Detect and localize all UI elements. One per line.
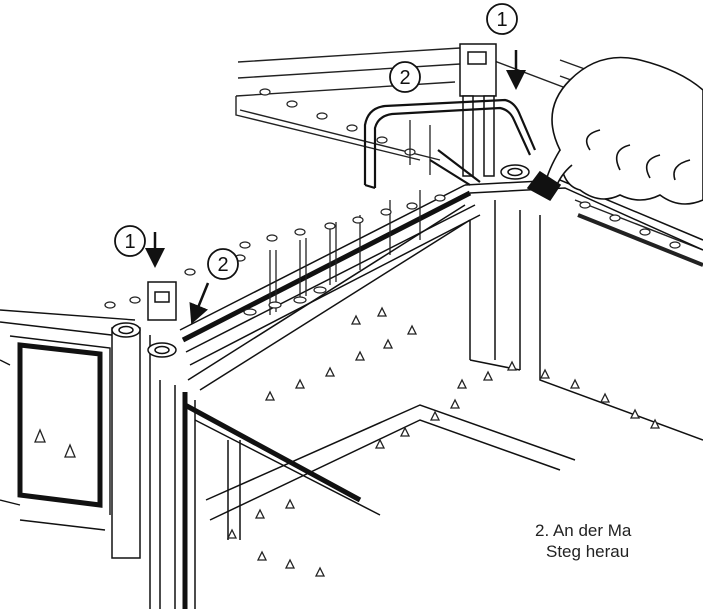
- callout-2-left: 2: [207, 248, 239, 280]
- caption-line-2: Steg herau: [546, 542, 630, 561]
- extraction-tool: [363, 98, 537, 190]
- down-left-arrow-icon: [189, 282, 210, 325]
- bar-pegs: [239, 194, 446, 316]
- instruction-caption: 2. An der Ma Steg herau: [535, 520, 703, 562]
- front-open-frame: [187, 200, 703, 540]
- front-frame-pegs: [226, 306, 661, 577]
- left-front-frame: [0, 309, 136, 531]
- callout-number: 2: [217, 254, 228, 276]
- diagonal-frame-bar: [179, 179, 703, 366]
- center-connector-post: [111, 281, 177, 559]
- callout-1-left: 1: [114, 225, 146, 257]
- callout-number: 2: [399, 67, 410, 89]
- callout-circle: [207, 248, 239, 280]
- rear-connector-post: [459, 43, 530, 180]
- callout-2-top: 2: [389, 61, 421, 93]
- callout-number: 1: [496, 9, 507, 31]
- caption-line-1: 2. An der Ma: [535, 521, 632, 540]
- center-front-frame: [149, 335, 381, 609]
- hand: [526, 56, 703, 205]
- callout-1-top: 1: [486, 3, 518, 35]
- left-frame-pegs: [34, 254, 246, 458]
- callout-circle: [486, 3, 518, 35]
- callout-number: 1: [124, 231, 135, 253]
- rear-frame-pegs: [259, 88, 681, 249]
- direction-arrows: [145, 50, 526, 325]
- callout-circle: [389, 61, 421, 93]
- callout-circle: [114, 225, 146, 257]
